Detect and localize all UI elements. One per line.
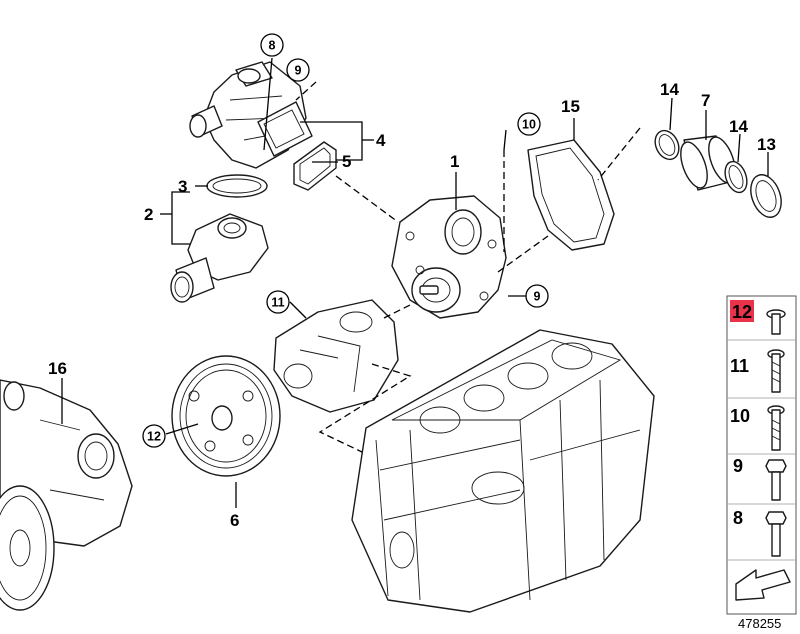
callout-2[interactable]: 2 (144, 205, 153, 224)
o-ring-3[interactable] (206, 174, 268, 198)
callout-3[interactable]: 3 (178, 177, 187, 196)
callout-14-right[interactable]: 14 (729, 117, 748, 136)
svg-text:9: 9 (295, 64, 302, 78)
water-pump[interactable] (391, 195, 507, 319)
screw-10-icon (767, 405, 785, 451)
legend-item-11[interactable]: 11 (730, 349, 785, 393)
circled-callout-11[interactable]: 11 (266, 290, 290, 314)
circled-callout-9-right[interactable]: 9 (525, 284, 549, 308)
svg-text:12: 12 (147, 430, 161, 444)
leader-lines (61, 57, 769, 508)
legend-item-8[interactable]: 8 (733, 508, 787, 557)
gasket-5[interactable] (293, 141, 337, 191)
thermostat-housing-lower[interactable] (170, 213, 269, 303)
callout-4[interactable]: 4 (376, 131, 386, 150)
water-pump-assembly-16[interactable] (0, 379, 133, 611)
svg-text:11: 11 (271, 296, 284, 310)
screw-12-icon (766, 309, 786, 335)
gasket-15[interactable] (527, 139, 615, 251)
document-id: 478255 (738, 616, 781, 631)
circled-callout-9-top[interactable]: 9 (286, 58, 310, 82)
svg-text:11: 11 (730, 356, 749, 376)
engine-block (351, 329, 655, 613)
bracket-assembly[interactable] (273, 299, 399, 413)
callout-labels: 1 2 3 4 5 6 7 13 14 14 15 16 (48, 80, 776, 530)
arrow-icon[interactable] (735, 569, 791, 601)
sleeve-13[interactable] (745, 171, 786, 222)
callout-7[interactable]: 7 (701, 91, 710, 110)
o-ring-14-right[interactable] (721, 159, 751, 196)
svg-text:9: 9 (534, 290, 541, 304)
pulley-6[interactable] (171, 355, 281, 477)
circled-callouts: 8 9 10 9 11 12 (142, 33, 549, 448)
circled-callout-8[interactable]: 8 (260, 33, 284, 57)
callout-16[interactable]: 16 (48, 359, 67, 378)
svg-text:9: 9 (733, 456, 743, 476)
legend-highlight (730, 300, 754, 322)
fastener-legend: 12 11 10 9 (726, 295, 797, 615)
svg-text:8: 8 (269, 39, 276, 53)
circled-callout-12[interactable]: 12 (142, 424, 166, 448)
pipe-7[interactable] (675, 134, 740, 192)
assembly-lines (295, 81, 641, 453)
callout-13[interactable]: 13 (757, 135, 776, 154)
circled-callout-10[interactable]: 10 (517, 112, 541, 136)
callout-5[interactable]: 5 (342, 152, 351, 171)
svg-text:12: 12 (732, 302, 752, 322)
screw-11-icon (767, 349, 785, 393)
o-ring-14-left[interactable] (651, 127, 684, 163)
legend-item-12[interactable]: 12 (730, 300, 786, 335)
callout-6[interactable]: 6 (230, 511, 239, 530)
thermostat-housing-upper[interactable] (189, 61, 313, 169)
svg-text:10: 10 (730, 406, 750, 426)
svg-text:8: 8 (733, 508, 743, 528)
bolt-9-icon (765, 459, 787, 501)
callout-15[interactable]: 15 (561, 97, 580, 116)
callout-14-left[interactable]: 14 (660, 80, 679, 99)
svg-text:10: 10 (522, 118, 536, 132)
bolt-8-icon (765, 511, 787, 557)
legend-item-9[interactable]: 9 (733, 456, 787, 501)
legend-frame (726, 295, 797, 615)
legend-item-10[interactable]: 10 (730, 405, 785, 451)
callout-1[interactable]: 1 (450, 152, 459, 171)
